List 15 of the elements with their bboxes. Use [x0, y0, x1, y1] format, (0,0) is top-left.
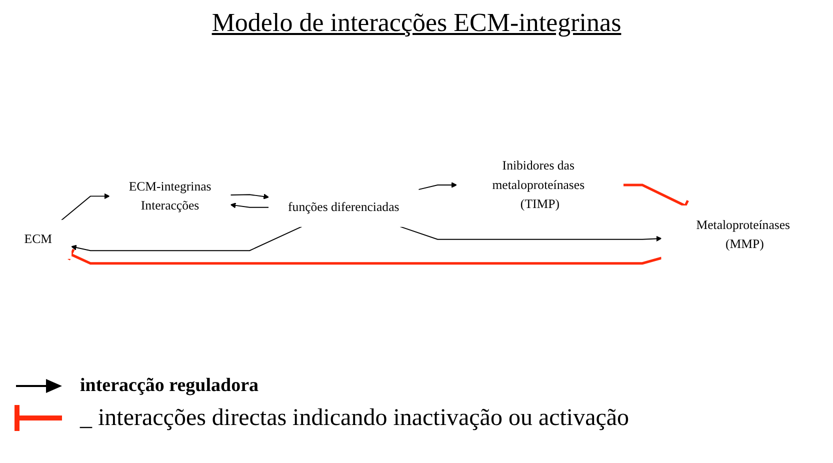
arrow	[230, 194, 270, 200]
node-text: ECM-integrinas Interacções	[128, 180, 212, 213]
arrow	[70, 226, 302, 252]
legend-text: interacção reguladora	[80, 375, 259, 397]
diagram-title: Modelo de interacções ECM-integrinas	[210, 8, 622, 38]
arrow	[230, 202, 270, 208]
legend-text: _ interacções directas indicando inactivação ou activação	[80, 404, 630, 432]
connector	[68, 248, 662, 265]
arrow	[400, 226, 662, 242]
node-text: funções diferenciadas	[288, 200, 400, 214]
node-text: Metaloproteínases (MMP)	[696, 218, 790, 252]
diagram-drawing: ECM ECM-integrinas Interacções funções diferenciadas Inibidores das metaloproteínases (TIMP) Metaloproteínases (MMP)	[0, 40, 833, 370]
node-text: Inibidores das metaloproteínases (TIMP)	[492, 158, 585, 212]
arrow	[418, 182, 458, 190]
arrow	[60, 193, 110, 221]
